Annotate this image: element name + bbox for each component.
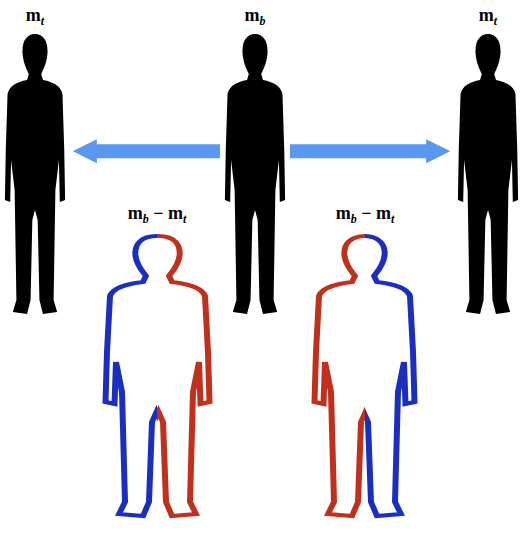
shift-arrow — [92, 144, 220, 158]
difference-outline — [365, 236, 415, 516]
silhouette — [458, 34, 518, 314]
silhouette — [5, 34, 65, 314]
silhouette-figure: mb — [220, 4, 290, 324]
silhouette-figure: mt — [0, 4, 70, 324]
figure-label: mb − mt — [96, 202, 218, 224]
difference-outline — [315, 236, 366, 516]
silhouette — [225, 34, 285, 314]
difference-figure: mb − mt — [96, 202, 218, 528]
difference-outline — [106, 236, 158, 516]
silhouette-figure: mt — [453, 4, 523, 324]
difference-outline — [157, 236, 210, 516]
shift-arrow — [290, 144, 431, 158]
figure-label: mt — [0, 4, 70, 26]
figure-label: mb — [220, 4, 290, 26]
figure-label: mb − mt — [304, 202, 426, 224]
difference-figure: mb − mt — [304, 202, 426, 528]
figure-label: mt — [453, 4, 523, 26]
